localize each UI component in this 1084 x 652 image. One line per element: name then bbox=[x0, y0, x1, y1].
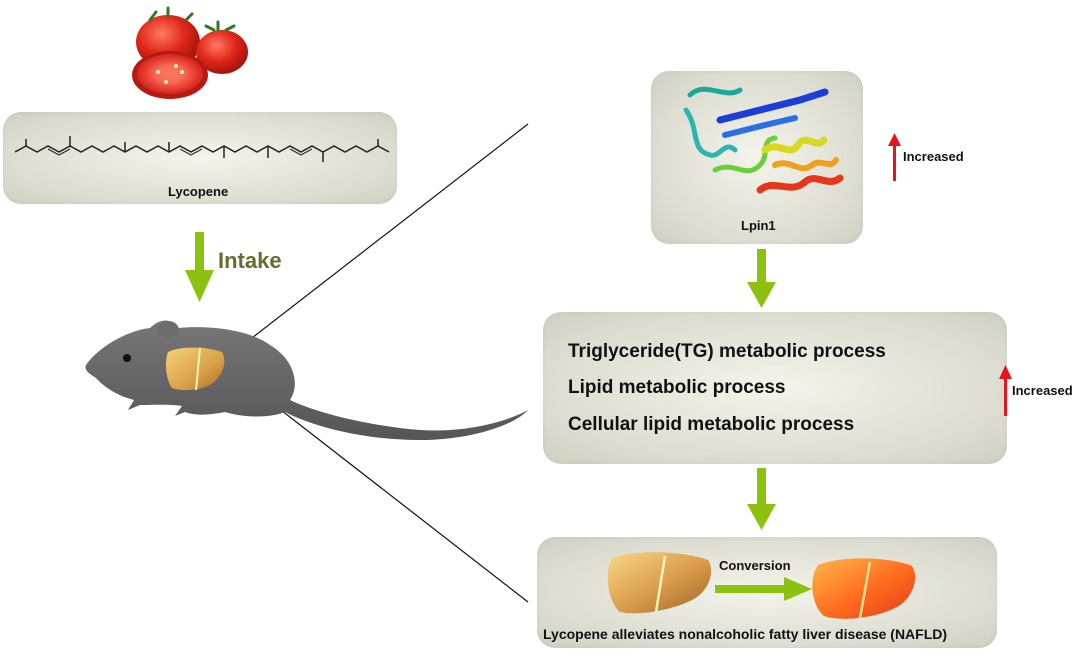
nafld-caption: Lycopene alleviates nonalcoholic fatty l… bbox=[543, 626, 948, 642]
liver-healthy-icon bbox=[812, 558, 916, 619]
process-increased-label: Increased bbox=[1012, 383, 1073, 398]
lpin-increased-label: Increased bbox=[903, 149, 964, 164]
up-arrow-icon bbox=[888, 133, 901, 181]
conversion-arrow bbox=[715, 577, 812, 601]
process-item: Triglyceride(TG) metabolic process bbox=[568, 341, 886, 362]
process-item: Lipid metabolic process bbox=[568, 377, 786, 398]
lycopene-chain-icon bbox=[14, 136, 390, 162]
lpin-panel bbox=[651, 71, 863, 244]
protein-structure-icon bbox=[683, 86, 844, 194]
tomato-icon bbox=[132, 6, 248, 99]
process-item: Cellular lipid metabolic process bbox=[568, 414, 855, 435]
arrow-process-to-nafld bbox=[747, 468, 776, 530]
conversion-label: Conversion bbox=[719, 558, 791, 573]
liver-fatty-icon bbox=[607, 552, 712, 614]
arrow-lycopene-to-mouse bbox=[185, 232, 214, 302]
intake-label: Intake bbox=[218, 248, 282, 273]
up-arrow-icon bbox=[999, 365, 1012, 416]
lycopene-label: Lycopene bbox=[168, 184, 229, 199]
lycopene-panel bbox=[3, 112, 397, 204]
zoom-line-top bbox=[229, 123, 529, 356]
lpin-label: Lpin1 bbox=[741, 218, 776, 233]
process-panel bbox=[543, 312, 1007, 464]
arrow-lpin-to-process bbox=[747, 249, 776, 308]
mouse-liver-icon bbox=[165, 347, 225, 391]
